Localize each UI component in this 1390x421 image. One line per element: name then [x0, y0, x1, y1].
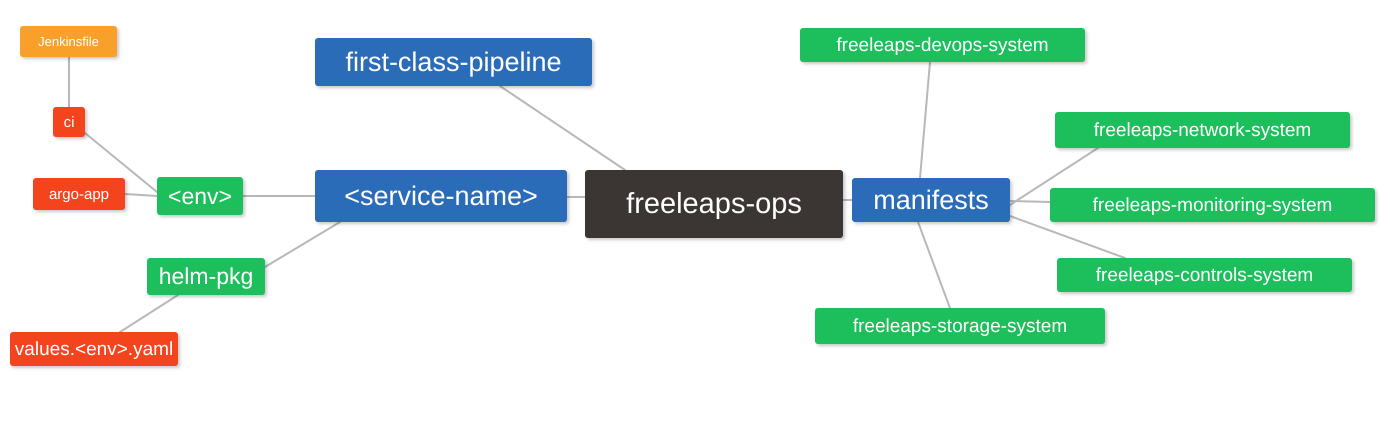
node-label-freeleaps-ops: freeleaps-ops [626, 187, 802, 220]
node-label-service-name: <service-name> [344, 180, 538, 211]
node-freeleaps-storage-system[interactable]: freeleaps-storage-system [815, 308, 1105, 344]
node-label-ci: ci [63, 113, 75, 131]
node-label-env: <env> [168, 182, 232, 209]
node-first-class-pipeline[interactable]: first-class-pipeline [315, 38, 592, 86]
edge-manifests-to-freeleaps-devops-system [919, 61, 931, 179]
edge-values-env-yaml-to-helm-pkg [119, 294, 179, 333]
node-ci[interactable]: ci [53, 107, 85, 137]
node-service-name[interactable]: <service-name> [315, 170, 567, 222]
node-label-argo-app: argo-app [48, 185, 110, 203]
node-helm-pkg[interactable]: helm-pkg [147, 258, 265, 295]
node-label-freeleaps-devops-system: freeleaps-devops-system [836, 34, 1049, 56]
node-freeleaps-monitoring-system[interactable]: freeleaps-monitoring-system [1050, 188, 1375, 222]
node-env[interactable]: <env> [157, 177, 243, 215]
node-manifests[interactable]: manifests [852, 178, 1010, 222]
edge-manifests-to-freeleaps-storage-system [917, 221, 951, 309]
node-argo-app[interactable]: argo-app [33, 178, 125, 210]
node-label-freeleaps-monitoring-system: freeleaps-monitoring-system [1092, 194, 1333, 216]
node-label-freeleaps-storage-system: freeleaps-storage-system [852, 315, 1068, 337]
node-freeleaps-devops-system[interactable]: freeleaps-devops-system [800, 28, 1085, 62]
node-freeleaps-controls-system[interactable]: freeleaps-controls-system [1057, 258, 1352, 292]
node-freeleaps-network-system[interactable]: freeleaps-network-system [1055, 112, 1350, 148]
edge-argo-app-to-env [124, 193, 158, 197]
edge-manifests-to-freeleaps-monitoring-system [1009, 200, 1051, 203]
node-label-freeleaps-network-system: freeleaps-network-system [1093, 119, 1312, 141]
node-label-freeleaps-controls-system: freeleaps-controls-system [1095, 264, 1314, 286]
node-label-first-class-pipeline: first-class-pipeline [345, 46, 562, 77]
node-values-env-yaml[interactable]: values.<env>.yaml [10, 332, 178, 366]
edge-first-class-pipeline-to-freeleaps-ops [499, 85, 626, 171]
node-label-values-env-yaml: values.<env>.yaml [14, 338, 174, 360]
node-label-helm-pkg: helm-pkg [158, 263, 254, 289]
node-label-jenkinsfile: Jenkinsfile [38, 34, 99, 49]
edge-helm-pkg-to-service-name [264, 221, 341, 268]
edge-manifests-to-freeleaps-controls-system [1009, 215, 1126, 259]
node-label-manifests: manifests [873, 184, 989, 215]
node-freeleaps-ops[interactable]: freeleaps-ops [585, 170, 843, 238]
node-jenkinsfile[interactable]: Jenkinsfile [20, 26, 117, 57]
